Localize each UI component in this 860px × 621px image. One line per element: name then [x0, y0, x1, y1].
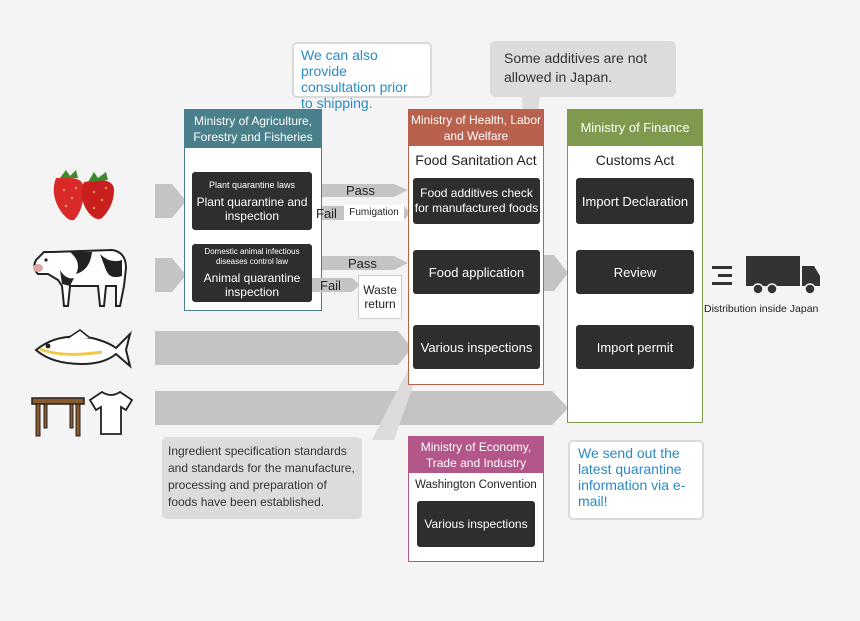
food-additives-check-box: Food additives check for manufactured fo…: [413, 178, 540, 224]
plant-law-label: Plant quarantine laws: [208, 179, 296, 190]
pass1-arrow: [312, 184, 408, 197]
email-callout: We send out the latest quarantine inform…: [568, 440, 704, 520]
meti-act: Washington Convention: [415, 479, 537, 491]
maff-title: Ministry of Agriculture, Forestry and Fi…: [185, 110, 321, 148]
cow-icon: [33, 248, 128, 307]
various-inspections-box: Various inspections: [413, 325, 540, 369]
pass2-arrow: [312, 256, 408, 270]
import-declaration-box: Import Declaration: [576, 178, 694, 224]
mhlw-title: Ministry of Health, Labor and Welfare: [409, 110, 543, 146]
fumigation-box: Fumigation: [344, 205, 404, 221]
distribution-label: Distribution inside Japan: [704, 303, 819, 315]
mof-title: Ministry of Finance: [568, 110, 702, 146]
meti-title: Ministry of Economy, Trade and Industry: [409, 437, 543, 473]
fail-label-1: Fail: [316, 206, 337, 221]
strawberry-icon: [53, 170, 114, 221]
fail2-arrow: [312, 278, 360, 292]
plant-quarantine-box: Plant quarantine laws Plant quarantine a…: [192, 172, 312, 230]
table-icon: [31, 397, 85, 437]
ingredient-callout: Ingredient specification standards and s…: [162, 437, 362, 519]
waste-return-box: Waste return: [358, 275, 402, 319]
consultation-callout: We can also provide consultation prior t…: [292, 42, 432, 111]
fish-icon: [34, 329, 132, 369]
tshirt-icon: [88, 390, 134, 435]
food-application-box: Food application: [413, 250, 540, 294]
fail-label-2: Fail: [320, 278, 341, 293]
row1-arrow-in: [155, 184, 186, 218]
truck-icon: [712, 256, 820, 295]
pass-label-1: Pass: [346, 183, 375, 198]
animal-quarantine-box: Domestic animal infectious diseases cont…: [192, 244, 312, 302]
additives-callout: Some additives are not allowed in Japan.: [490, 41, 676, 97]
import-permit-box: Import permit: [576, 325, 694, 369]
pass-label-2: Pass: [348, 256, 377, 271]
meti-various-inspections-box: Various inspections: [417, 501, 535, 547]
animal-law-label: Domestic animal infectious diseases cont…: [204, 247, 300, 266]
mhlw-act: Food Sanitation Act: [415, 152, 537, 168]
row3-arrow: [155, 331, 412, 365]
mof-act: Customs Act: [595, 152, 675, 168]
row4-arrow: [155, 391, 568, 425]
row2-arrow-in: [155, 258, 186, 292]
review-box: Review: [576, 250, 694, 294]
plant-main-label: Plant quarantine and inspection: [196, 194, 308, 223]
animal-main-label: Animal quarantine inspection: [203, 271, 301, 299]
mhlw-to-mof-arrow: [543, 255, 568, 291]
